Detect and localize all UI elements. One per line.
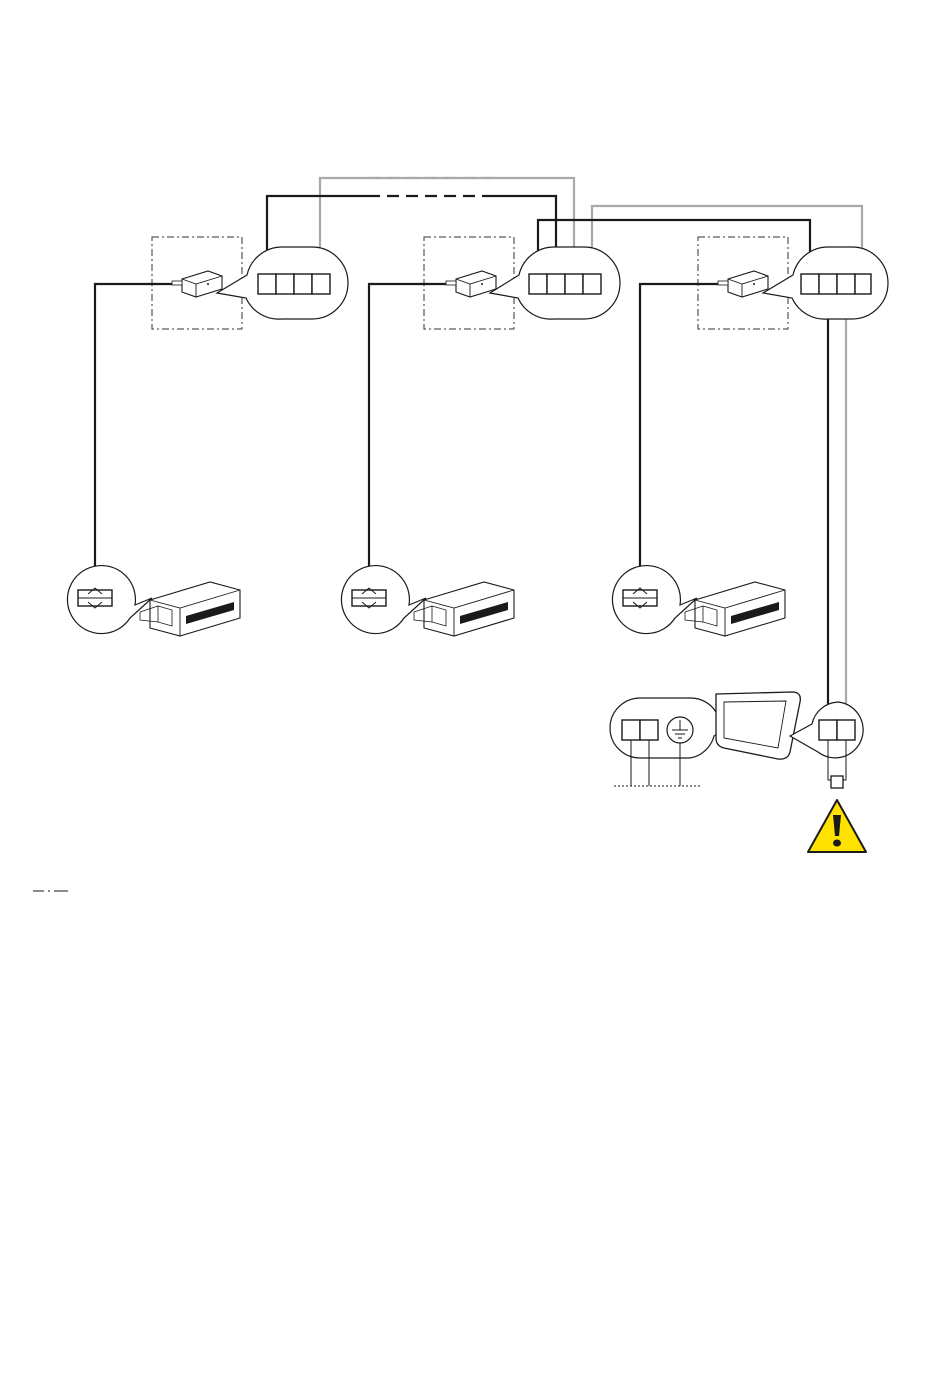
termination-resistor — [831, 776, 843, 788]
unit-1-drop-wire — [95, 284, 172, 598]
unit-3-drop-wire — [640, 284, 718, 598]
unit-1-connector-callout — [67, 566, 152, 634]
unit-2-drop-wire — [369, 284, 446, 598]
exclamation-warning-icon — [808, 800, 866, 852]
controller — [610, 692, 863, 788]
controller-power-terminals — [622, 720, 658, 740]
ground-icon — [667, 717, 693, 743]
unit-1 — [67, 237, 348, 636]
touch-panel-icon — [716, 692, 800, 759]
unit-2-terminal-block — [529, 274, 601, 294]
ducted-indoor-unit-icon — [140, 582, 240, 636]
unit-3-connector-callout — [612, 566, 697, 634]
gateway-module-icon — [172, 271, 222, 297]
unit-2-connector-callout — [341, 566, 426, 634]
unit-3-terminal-block — [801, 274, 871, 294]
unit-1-terminal-block — [258, 274, 330, 294]
gateway-module-icon — [446, 271, 496, 297]
gateway-module-icon — [718, 271, 768, 297]
controller-bus-terminals — [819, 720, 855, 740]
power-wire-1-2 — [320, 178, 494, 276]
ducted-indoor-unit-icon — [685, 582, 785, 636]
ducted-indoor-unit-icon — [414, 582, 514, 636]
unit-2 — [341, 237, 620, 636]
